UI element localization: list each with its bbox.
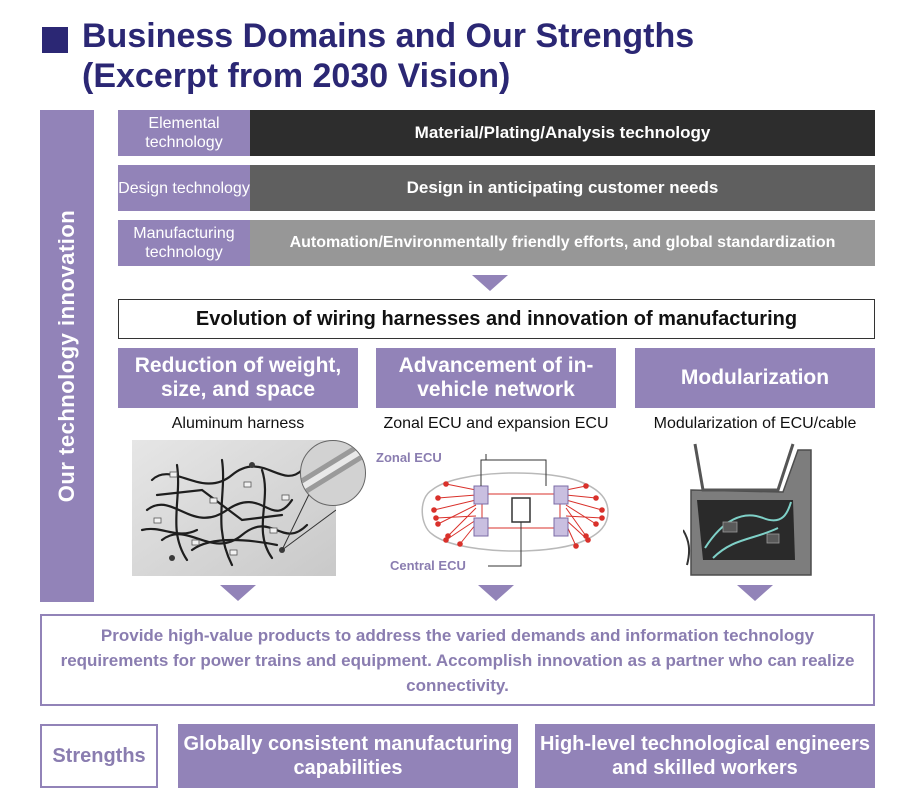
door-module-image [683,440,813,580]
column-heading-weight: Reduction of weight, size, and space [118,348,358,408]
column-subheading-weight: Aluminum harness [108,415,368,433]
column-heading-network: Advancement of in-vehicle network [376,348,616,408]
column-heading-modularization: Modularization [635,348,875,408]
central-ecu-callout: Central ECU [390,558,466,573]
tech-label-manufacturing: Manufacturing technology [118,220,250,266]
tech-bar-manufacturing: Automation/Environmentally friendly effo… [250,220,875,266]
evolution-box: Evolution of wiring harnesses and innova… [118,299,875,339]
down-arrow-icon [472,275,508,291]
side-label: Our technology innovation [54,210,80,502]
side-label-panel: Our technology innovation [40,110,94,602]
zonal-ecu-callout: Zonal ECU [376,450,442,465]
tech-bar-design: Design in anticipating customer needs [250,165,875,211]
strength-item-manufacturing: Globally consistent manufacturing capabi… [178,724,518,788]
title-bullet-square [42,27,68,53]
mission-statement: Provide high-value products to address t… [40,614,875,706]
column-subheading-network: Zonal ECU and expansion ECU [366,415,626,433]
tech-label-design: Design technology [118,165,250,211]
strength-item-engineers: High-level technological engineers and s… [535,724,875,788]
strengths-label: Strengths [40,724,158,788]
down-arrow-icon [478,585,514,601]
column-subheading-modularization: Modularization of ECU/cable [625,415,885,433]
tech-bar-elemental: Material/Plating/Analysis technology [250,110,875,156]
magnifier-inset [300,440,366,506]
tech-label-elemental: Elemental technology [118,110,250,156]
page-title: Business Domains and Our Strengths (Exce… [82,16,902,96]
page-title-line-1: Business Domains and Our Strengths [82,16,902,56]
down-arrow-icon [220,585,256,601]
down-arrow-icon [737,585,773,601]
page-title-line-2: (Excerpt from 2030 Vision) [82,56,902,96]
